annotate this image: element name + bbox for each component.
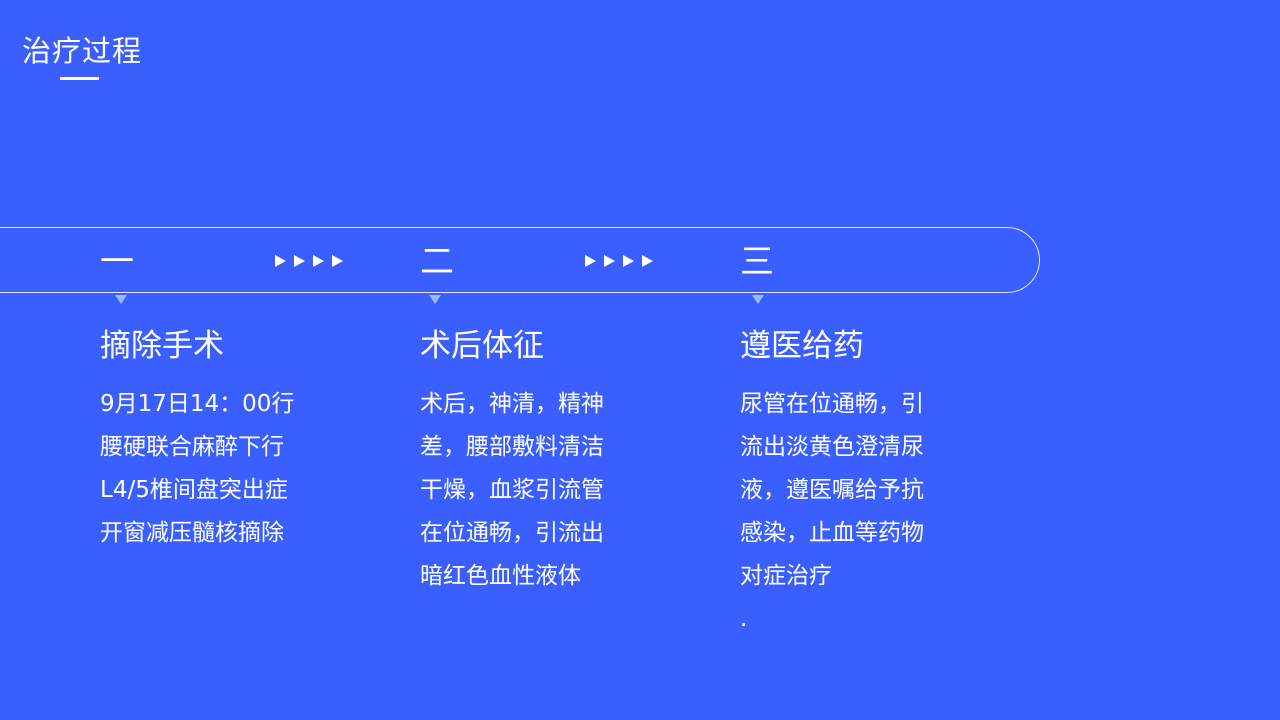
arrow-right-icon: [585, 255, 596, 267]
description-line: 在位通畅，引流出: [420, 520, 604, 546]
description-line: L4/5椎间盘突出症: [100, 477, 288, 503]
step-description-3: 尿管在位通畅，引 流出淡黄色澄清尿 液，遵医嘱给予抗 感染，止血等药物 对症治疗…: [740, 383, 924, 641]
description-line: 术后，神清，精神: [420, 391, 604, 417]
step-description-1: 9月17日14：00行 腰硬联合麻醉下行 L4/5椎间盘突出症 开窗减压髓核摘除: [100, 383, 294, 555]
description-line: 感染，止血等药物: [740, 520, 924, 546]
step-number-3: 三: [740, 242, 774, 282]
arrow-right-icon: [294, 255, 305, 267]
arrow-right-icon: [604, 255, 615, 267]
arrow-group-1: [275, 254, 343, 268]
description-line: 尿管在位通畅，引: [740, 391, 924, 417]
arrow-right-icon: [313, 255, 324, 267]
page-title: 治疗过程: [22, 34, 143, 68]
step-number-1: 一: [100, 242, 134, 282]
arrow-right-icon: [332, 255, 343, 267]
description-line: 流出淡黄色澄清尿: [740, 434, 924, 460]
description-line: 腰硬联合麻醉下行: [100, 434, 284, 460]
description-line: 干燥，血浆引流管: [420, 477, 604, 503]
arrow-right-icon: [275, 255, 286, 267]
description-line: 对症治疗: [740, 563, 832, 589]
description-line: 暗红色血性液体: [420, 563, 581, 589]
arrow-right-icon: [642, 255, 653, 267]
step-marker-2: [429, 295, 441, 304]
step-heading-2: 术后体征: [420, 328, 544, 364]
description-line: .: [740, 606, 748, 632]
arrow-right-icon: [623, 255, 634, 267]
description-line: 9月17日14：00行: [100, 391, 295, 417]
step-heading-3: 遵医给药: [740, 328, 864, 364]
arrow-group-2: [585, 254, 653, 268]
step-description-2: 术后，神清，精神 差，腰部敷料清洁 干燥，血浆引流管 在位通畅，引流出 暗红色血…: [420, 383, 604, 598]
timeline-bar: [0, 227, 1040, 293]
step-number-2: 二: [420, 242, 454, 282]
description-line: 液，遵医嘱给予抗: [740, 477, 924, 503]
title-underline: [60, 77, 99, 80]
step-heading-1: 摘除手术: [100, 328, 224, 364]
step-marker-3: [752, 295, 764, 304]
description-line: 差，腰部敷料清洁: [420, 434, 604, 460]
step-marker-1: [115, 295, 127, 304]
description-line: 开窗减压髓核摘除: [100, 520, 284, 546]
